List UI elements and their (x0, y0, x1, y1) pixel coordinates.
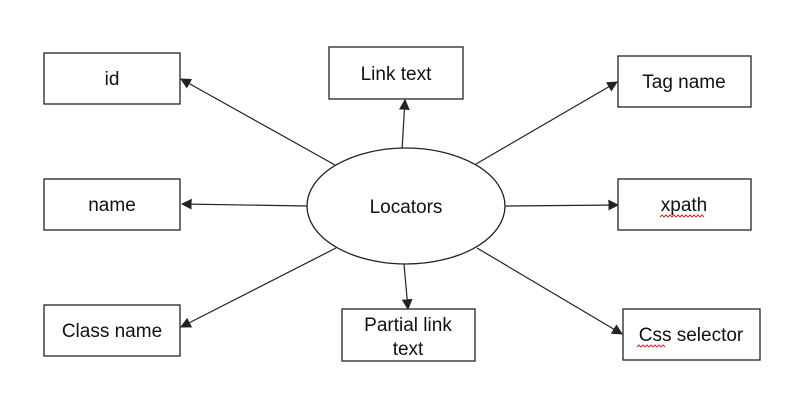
node-xpath-label: xpath (661, 195, 707, 216)
node-link-text: Link text (328, 46, 464, 100)
node-css-selector-box (622, 308, 761, 361)
edge-to-link-text (399, 98, 410, 151)
node-tag-name-label: Tag name (642, 72, 725, 93)
edge-to-tag-name (475, 81, 618, 165)
node-css-selector-label: Css selector (639, 325, 744, 346)
center-label: Locators (370, 197, 443, 218)
node-id-box (43, 52, 181, 105)
node-id-label: id (105, 69, 120, 90)
center-node: Locators (306, 147, 506, 265)
node-link-text-label: Link text (361, 64, 432, 85)
node-class-name-label: Class name (62, 321, 162, 342)
xpath-spellcheck-underline (659, 214, 705, 218)
node-link-text-box (328, 46, 464, 100)
node-name-box (43, 178, 181, 231)
node-partial-link-text-box (341, 308, 476, 362)
node-xpath: xpath (617, 178, 752, 231)
edge-to-css-selector (476, 247, 623, 335)
node-xpath-box (617, 178, 752, 231)
node-class-name-box (43, 304, 181, 357)
edges (180, 78, 623, 335)
edge-to-partial-link-text (401, 263, 413, 311)
node-tag-name-box (617, 55, 752, 108)
node-partial-link-text-label-line2: text (393, 339, 424, 360)
center-ellipse (306, 147, 506, 265)
node-css-selector: Css selector (622, 308, 761, 361)
edge-to-name (180, 198, 308, 210)
edge-to-id (180, 78, 336, 166)
node-tag-name: Tag name (617, 55, 752, 108)
node-name-label: name (88, 195, 136, 216)
css-spellcheck-underline (636, 344, 666, 348)
node-partial-link-text-label-line1: Partial link (364, 315, 452, 336)
edge-to-class-name (180, 247, 337, 328)
edge-to-xpath (504, 199, 620, 211)
node-class-name: Class name (43, 304, 181, 357)
node-id: id (43, 52, 181, 105)
node-partial-link-text: Partial link text (341, 308, 476, 362)
node-name: name (43, 178, 181, 231)
